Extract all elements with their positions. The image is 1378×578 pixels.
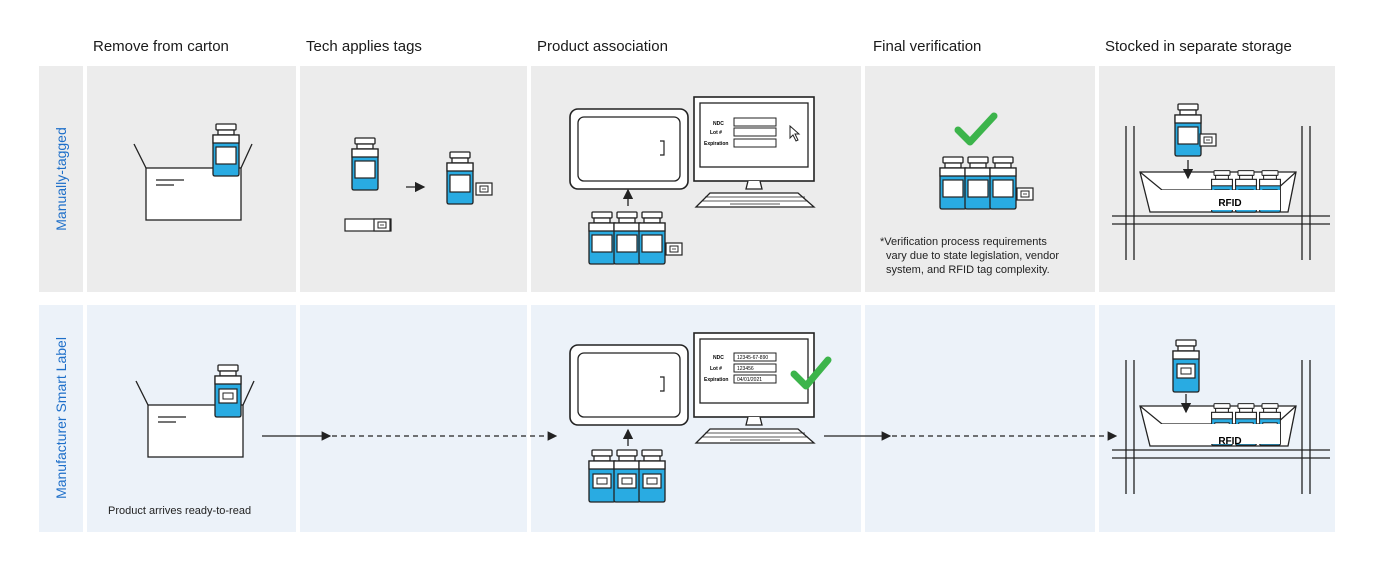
vial-icon bbox=[212, 123, 240, 177]
verification-note-line: vary due to state legislation, vendor bbox=[886, 250, 1060, 262]
tag-icon bbox=[373, 218, 391, 232]
checkmark-icon bbox=[790, 356, 832, 390]
form-label: NDC bbox=[713, 121, 724, 127]
form-label: NDC bbox=[713, 355, 724, 361]
form-field bbox=[733, 352, 777, 362]
column-header-stocked-separate-storage: Stocked in separate storage bbox=[1105, 38, 1292, 55]
vial-icon bbox=[939, 156, 967, 210]
form-value: 12345-67-890 bbox=[737, 355, 768, 361]
vial-icon bbox=[638, 211, 666, 265]
vial-icon bbox=[1174, 103, 1202, 157]
tag-icon bbox=[1199, 133, 1217, 147]
form-field bbox=[733, 117, 777, 127]
computer-icon bbox=[569, 332, 815, 444]
tag-icon bbox=[475, 182, 493, 196]
tag-icon bbox=[1016, 187, 1034, 201]
verification-note-line: system, and RFID tag complexity. bbox=[886, 264, 1050, 276]
form-field bbox=[733, 138, 777, 148]
form-value: 123456 bbox=[737, 366, 754, 372]
form-value: 04/01/2021 bbox=[737, 377, 762, 383]
rfid-label: RFID bbox=[1218, 198, 1241, 209]
verification-note-line: *Verification process requirements bbox=[880, 236, 1047, 248]
storage-bin-front bbox=[1160, 424, 1280, 444]
vial-icon bbox=[638, 449, 666, 503]
storage-bin-front bbox=[1160, 190, 1280, 210]
cell-manual-tags bbox=[300, 66, 527, 292]
row-label-cell-smart bbox=[39, 305, 83, 532]
cell-smart-tags bbox=[300, 305, 527, 532]
vial-icon bbox=[613, 449, 641, 503]
arrival-note: Product arrives ready-to-read bbox=[108, 505, 251, 517]
vial-icon bbox=[588, 449, 616, 503]
checkmark-icon bbox=[954, 112, 998, 146]
form-label: Expiration bbox=[704, 141, 728, 147]
vial-icon bbox=[1172, 339, 1200, 393]
tag-icon bbox=[665, 242, 683, 256]
computer-icon bbox=[569, 96, 815, 208]
vial-icon bbox=[446, 151, 474, 205]
vial-icon bbox=[989, 156, 1017, 210]
form-field bbox=[733, 374, 777, 384]
cell-smart-verification bbox=[865, 305, 1095, 532]
vial-icon bbox=[964, 156, 992, 210]
column-header-final-verification: Final verification bbox=[873, 38, 982, 55]
column-header-product-association: Product association bbox=[537, 38, 668, 55]
cursor-icon bbox=[789, 124, 801, 142]
column-header-tech-applies-tags: Tech applies tags bbox=[306, 38, 422, 55]
form-label: Expiration bbox=[704, 377, 728, 383]
rfid-label: RFID bbox=[1218, 436, 1241, 447]
vial-icon bbox=[351, 137, 379, 191]
form-label: Lot # bbox=[710, 366, 722, 372]
column-header-remove-from-carton: Remove from carton bbox=[93, 38, 229, 55]
vial-icon bbox=[613, 211, 641, 265]
vial-icon bbox=[214, 364, 242, 418]
vial-icon bbox=[588, 211, 616, 265]
form-field bbox=[733, 363, 777, 373]
form-field bbox=[733, 127, 777, 137]
form-label: Lot # bbox=[710, 130, 722, 136]
row-label-cell-manual bbox=[39, 66, 83, 292]
